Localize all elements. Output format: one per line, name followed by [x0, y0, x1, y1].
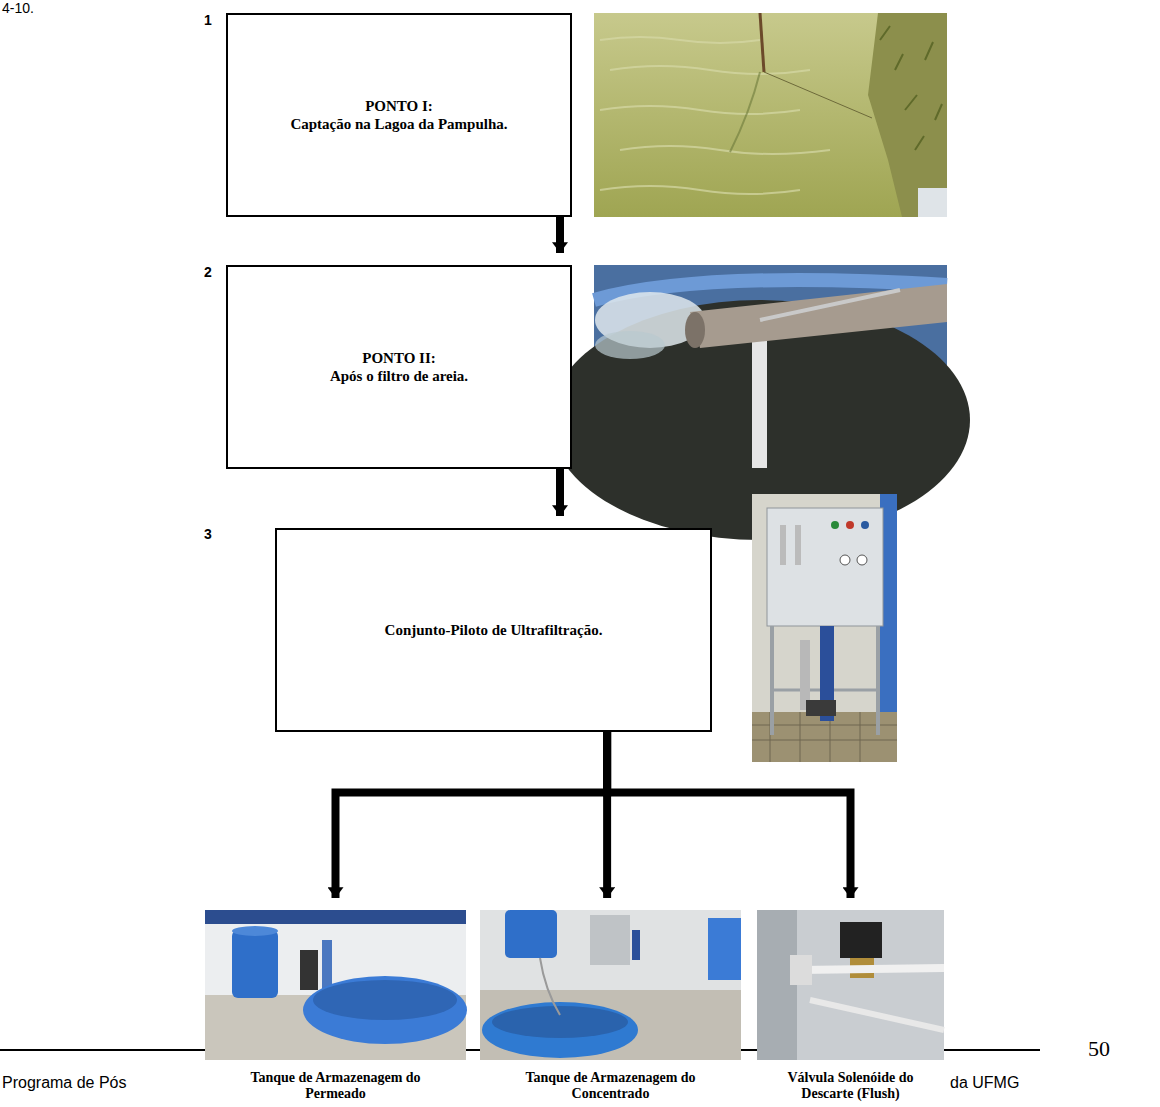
process-box: Conjunto-Piloto de Ultrafiltração.: [275, 528, 712, 732]
box-text: PONTO I:: [365, 97, 433, 115]
figure-number: 4-10.: [2, 0, 34, 16]
photo-caption: Tanque de Armazenagem do Permeado: [241, 1070, 430, 1102]
permeate-tank-photo: [205, 910, 467, 1060]
lagoon-photo: [594, 13, 947, 217]
footer-text: da UFMG: [950, 1074, 1019, 1092]
photo-caption: Válvula Solenóide do Descarte (Flush): [769, 1070, 933, 1102]
process-box: PONTO II:Após o filtro de areia.: [226, 265, 572, 469]
callout-number: 3: [204, 526, 212, 542]
solenoid-valve-photo: [757, 910, 944, 1060]
box-text: Conjunto-Piloto de Ultrafiltração.: [385, 621, 603, 639]
photo-caption: Tanque de Armazenagem do Concentrado: [511, 1070, 710, 1102]
concentrate-tank-photo: [480, 910, 741, 1060]
flow-arrow: [336, 732, 608, 898]
pilot-unit-photo: [752, 494, 897, 762]
footer-text: Programa de Pós: [2, 1074, 127, 1092]
callout-number: 1: [204, 12, 212, 28]
box-text: Após o filtro de areia.: [330, 367, 468, 385]
box-text: Captação na Lagoa da Pampulha.: [290, 115, 507, 133]
flow-arrow: [607, 732, 850, 898]
box-text: PONTO II:: [362, 349, 435, 367]
flow-arrow: [556, 469, 564, 516]
flow-arrow: [556, 217, 564, 253]
photo-frame: Tanque de Armazenagem do Permeado: [205, 910, 466, 1102]
process-box: PONTO I:Captação na Lagoa da Pampulha.: [226, 13, 572, 217]
photo-frame: Válvula Solenóide do Descarte (Flush): [757, 910, 944, 1102]
callout-number: 2: [204, 264, 212, 280]
photo-frame: Tanque de Armazenagem do Concentrado: [480, 910, 741, 1102]
page-number: 50: [1088, 1036, 1110, 1062]
